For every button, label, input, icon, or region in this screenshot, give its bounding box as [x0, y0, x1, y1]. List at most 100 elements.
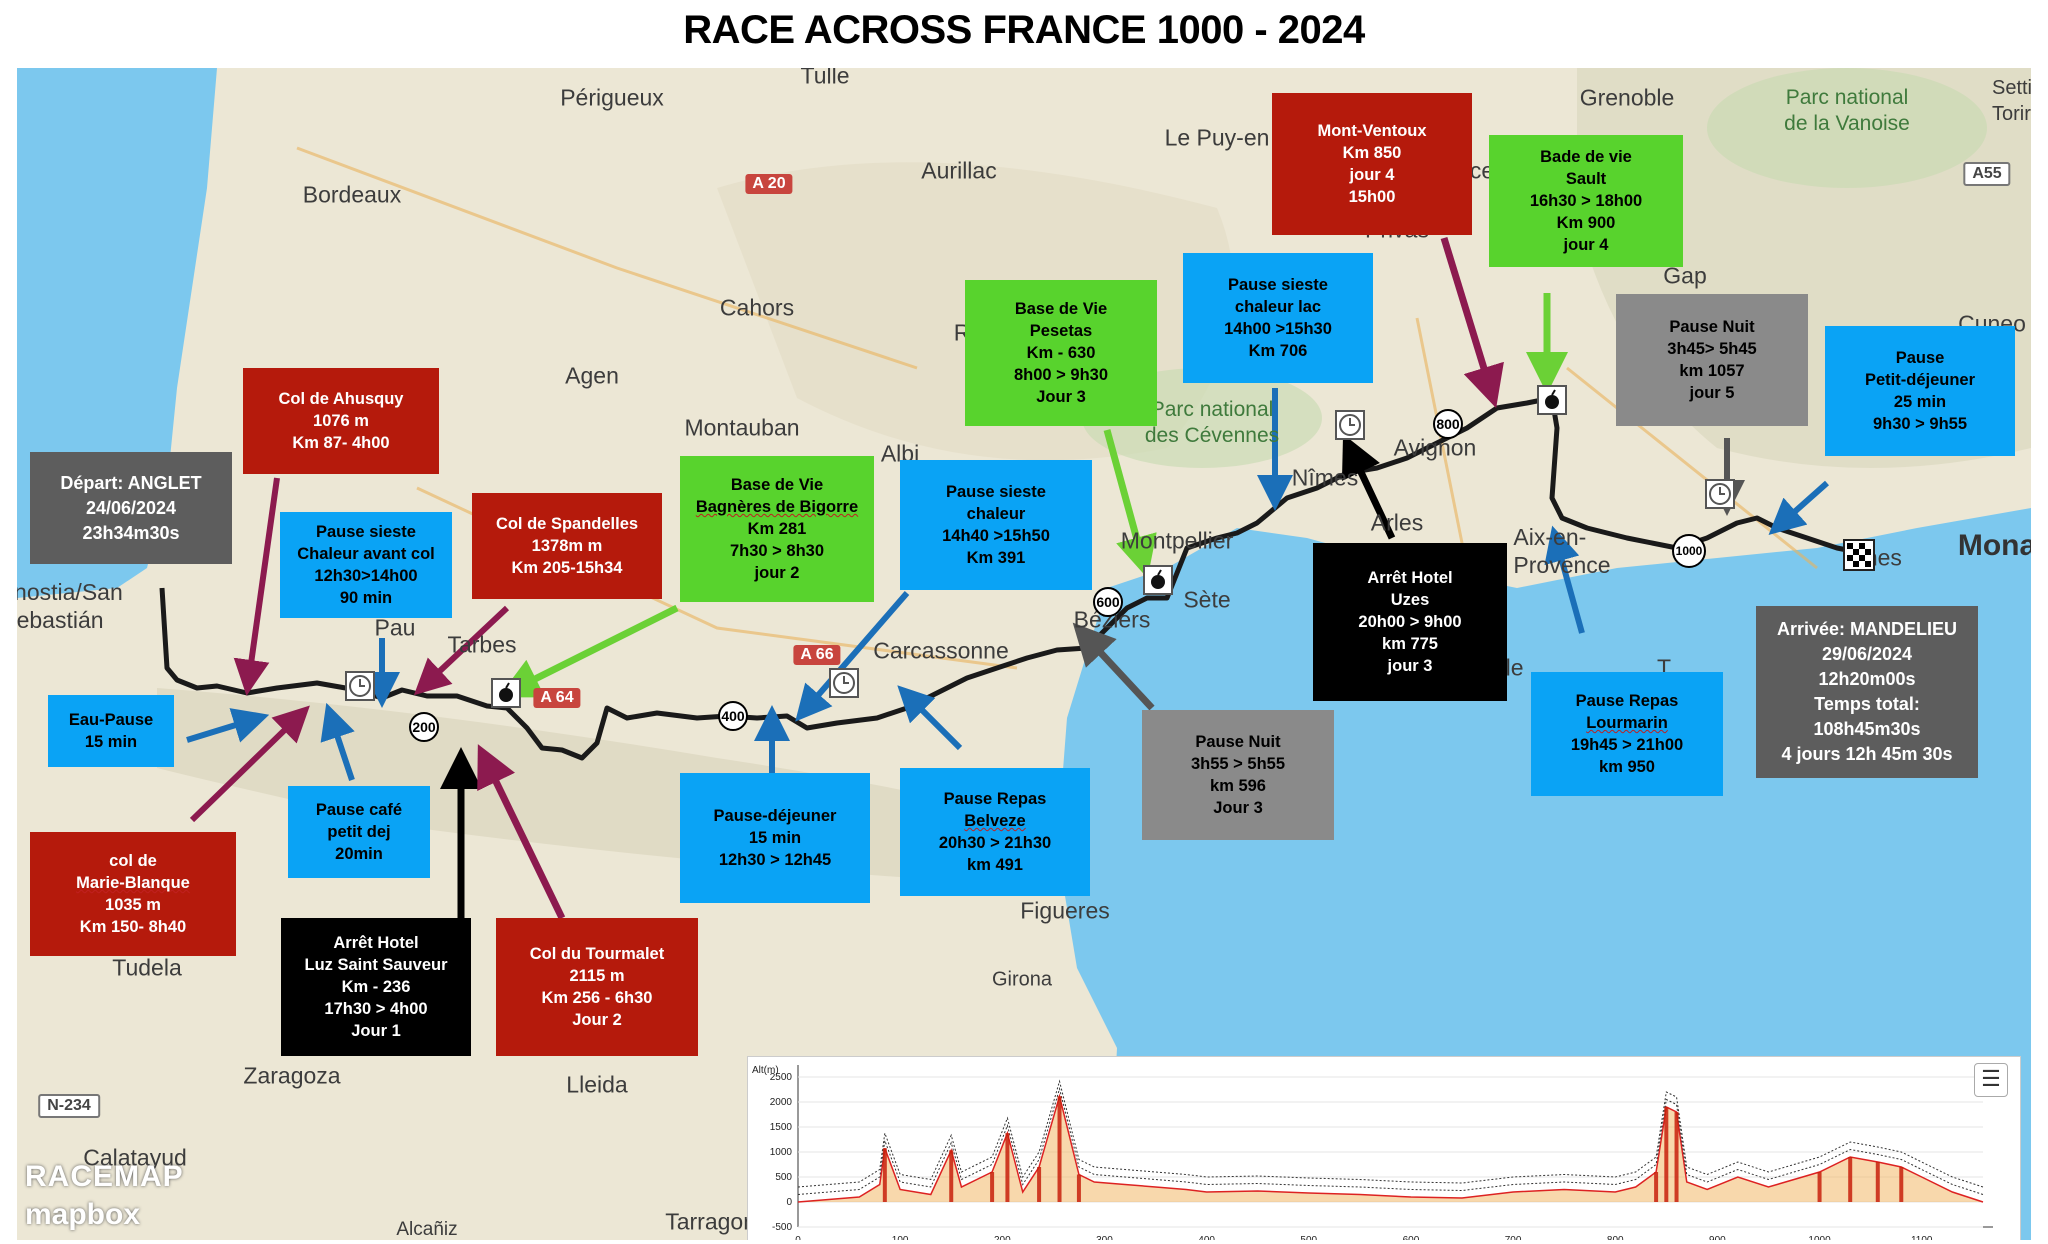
mapbox-logo: mapbox [25, 1198, 141, 1231]
climb-bar [1057, 1096, 1062, 1202]
climb-bar [1076, 1174, 1081, 1202]
arrow-spandelles [413, 605, 510, 696]
road-a66: A 66 [793, 645, 841, 665]
x-tick-label: 200 [994, 1235, 1011, 1240]
highway-lines [296, 146, 1818, 670]
x-tick-label: 1100 [1911, 1235, 1933, 1240]
arrow-petitdej [1768, 480, 1829, 535]
x-tick-label: 600 [1403, 1235, 1420, 1240]
elevation-line-upper [797, 1086, 1984, 1195]
city-aurillac: Aurillac [921, 157, 997, 184]
clock-icon [1705, 479, 1735, 509]
elevation-line-upper-2 [797, 1079, 1984, 1188]
x-tick-label: 800 [1607, 1235, 1624, 1240]
y-tick-label: 1000 [770, 1147, 793, 1158]
arrow-nuit3 [1072, 622, 1155, 711]
arrow-lourmarin [1544, 525, 1585, 634]
km-marker-800: 800 [1433, 409, 1463, 439]
climb-bar [1037, 1167, 1042, 1202]
apple-icon [1537, 385, 1567, 415]
city-zaragoza: Zaragoza [243, 1062, 341, 1089]
climb-bar [882, 1148, 887, 1202]
city-nimes: Nîmes [1291, 464, 1359, 491]
arrow-cafe [320, 702, 355, 781]
city-setti: Setti Torir [1991, 77, 2031, 125]
hamburger-menu-icon[interactable]: ☰ [1974, 1063, 2008, 1097]
climb-bar [990, 1172, 995, 1202]
race-route [159, 395, 1863, 761]
page-title: RACE ACROSS FRANCE 1000 - 2024 [683, 8, 1365, 52]
city-lleida: Lleida [566, 1071, 628, 1098]
city-montpellier: Montpellier [1120, 527, 1234, 554]
racemap-logo: RACEMAP [25, 1160, 184, 1193]
city-alcaniz: Alcañiz [396, 1219, 458, 1240]
y-tick-label: 0 [786, 1197, 792, 1208]
arrow-pesetas [1103, 429, 1157, 579]
y-tick-label: 2000 [770, 1097, 793, 1108]
arrow-tourmalet [477, 744, 566, 920]
clock-icon [1335, 410, 1365, 440]
city-aix: Aix-en- Provence [1513, 524, 1611, 578]
city-agen: Agen [565, 362, 619, 389]
y-tick-label: 500 [775, 1172, 792, 1183]
km-marker-600: 600 [1093, 587, 1123, 617]
road-a64: A 64 [533, 688, 581, 708]
checkered-flag-icon [1843, 539, 1875, 571]
city-carcassonne: Carcassonne [873, 637, 1009, 664]
x-tick-label: 300 [1096, 1235, 1113, 1240]
y-tick-label: 1500 [770, 1122, 793, 1133]
y-tick-label: 2500 [770, 1072, 793, 1083]
climb-bar [1899, 1167, 1904, 1202]
arrow-belveze [897, 685, 963, 751]
arrow-bagneres [498, 604, 679, 698]
city-tarbes: Tarbes [447, 631, 517, 658]
clock-icon [829, 668, 859, 698]
road-a55: A55 [1963, 162, 2011, 186]
arrow-marieblanque [189, 705, 310, 823]
city-arles: Arles [1370, 509, 1424, 536]
x-tick-label: 900 [1709, 1235, 1726, 1240]
km-marker-200: 200 [409, 712, 439, 742]
city-pau: Pau [374, 614, 416, 641]
x-tick-label: 400 [1198, 1235, 1215, 1240]
arrow-ahusquy [233, 477, 280, 696]
arrow-uzes [1341, 433, 1396, 540]
city-grenoble: Grenoble [1579, 84, 1675, 111]
climb-bar [1848, 1157, 1853, 1202]
route-map[interactable]: Périgueux Tulle Bordeaux Aurillac Le Puy… [17, 68, 2031, 1240]
arrow-ventoux [1440, 236, 1504, 409]
x-tick-label: 100 [892, 1235, 909, 1240]
climb-bar [1875, 1162, 1880, 1202]
elevation-area [798, 1096, 1983, 1202]
climb-bar [1664, 1107, 1669, 1202]
arrow-sieste2 [795, 591, 910, 722]
apple-icon [491, 678, 521, 708]
city-cahors: Cahors [719, 294, 795, 321]
km-marker-400: 400 [718, 701, 748, 731]
city-montauban: Montauban [684, 414, 800, 441]
city-sete: Sète [1183, 586, 1231, 613]
km-marker-1000: 1000 [1672, 534, 1706, 568]
city-perigueux: Périgueux [560, 84, 664, 111]
road-n234: N-234 [38, 1094, 100, 1118]
city-avignon: Avignon [1393, 434, 1477, 461]
